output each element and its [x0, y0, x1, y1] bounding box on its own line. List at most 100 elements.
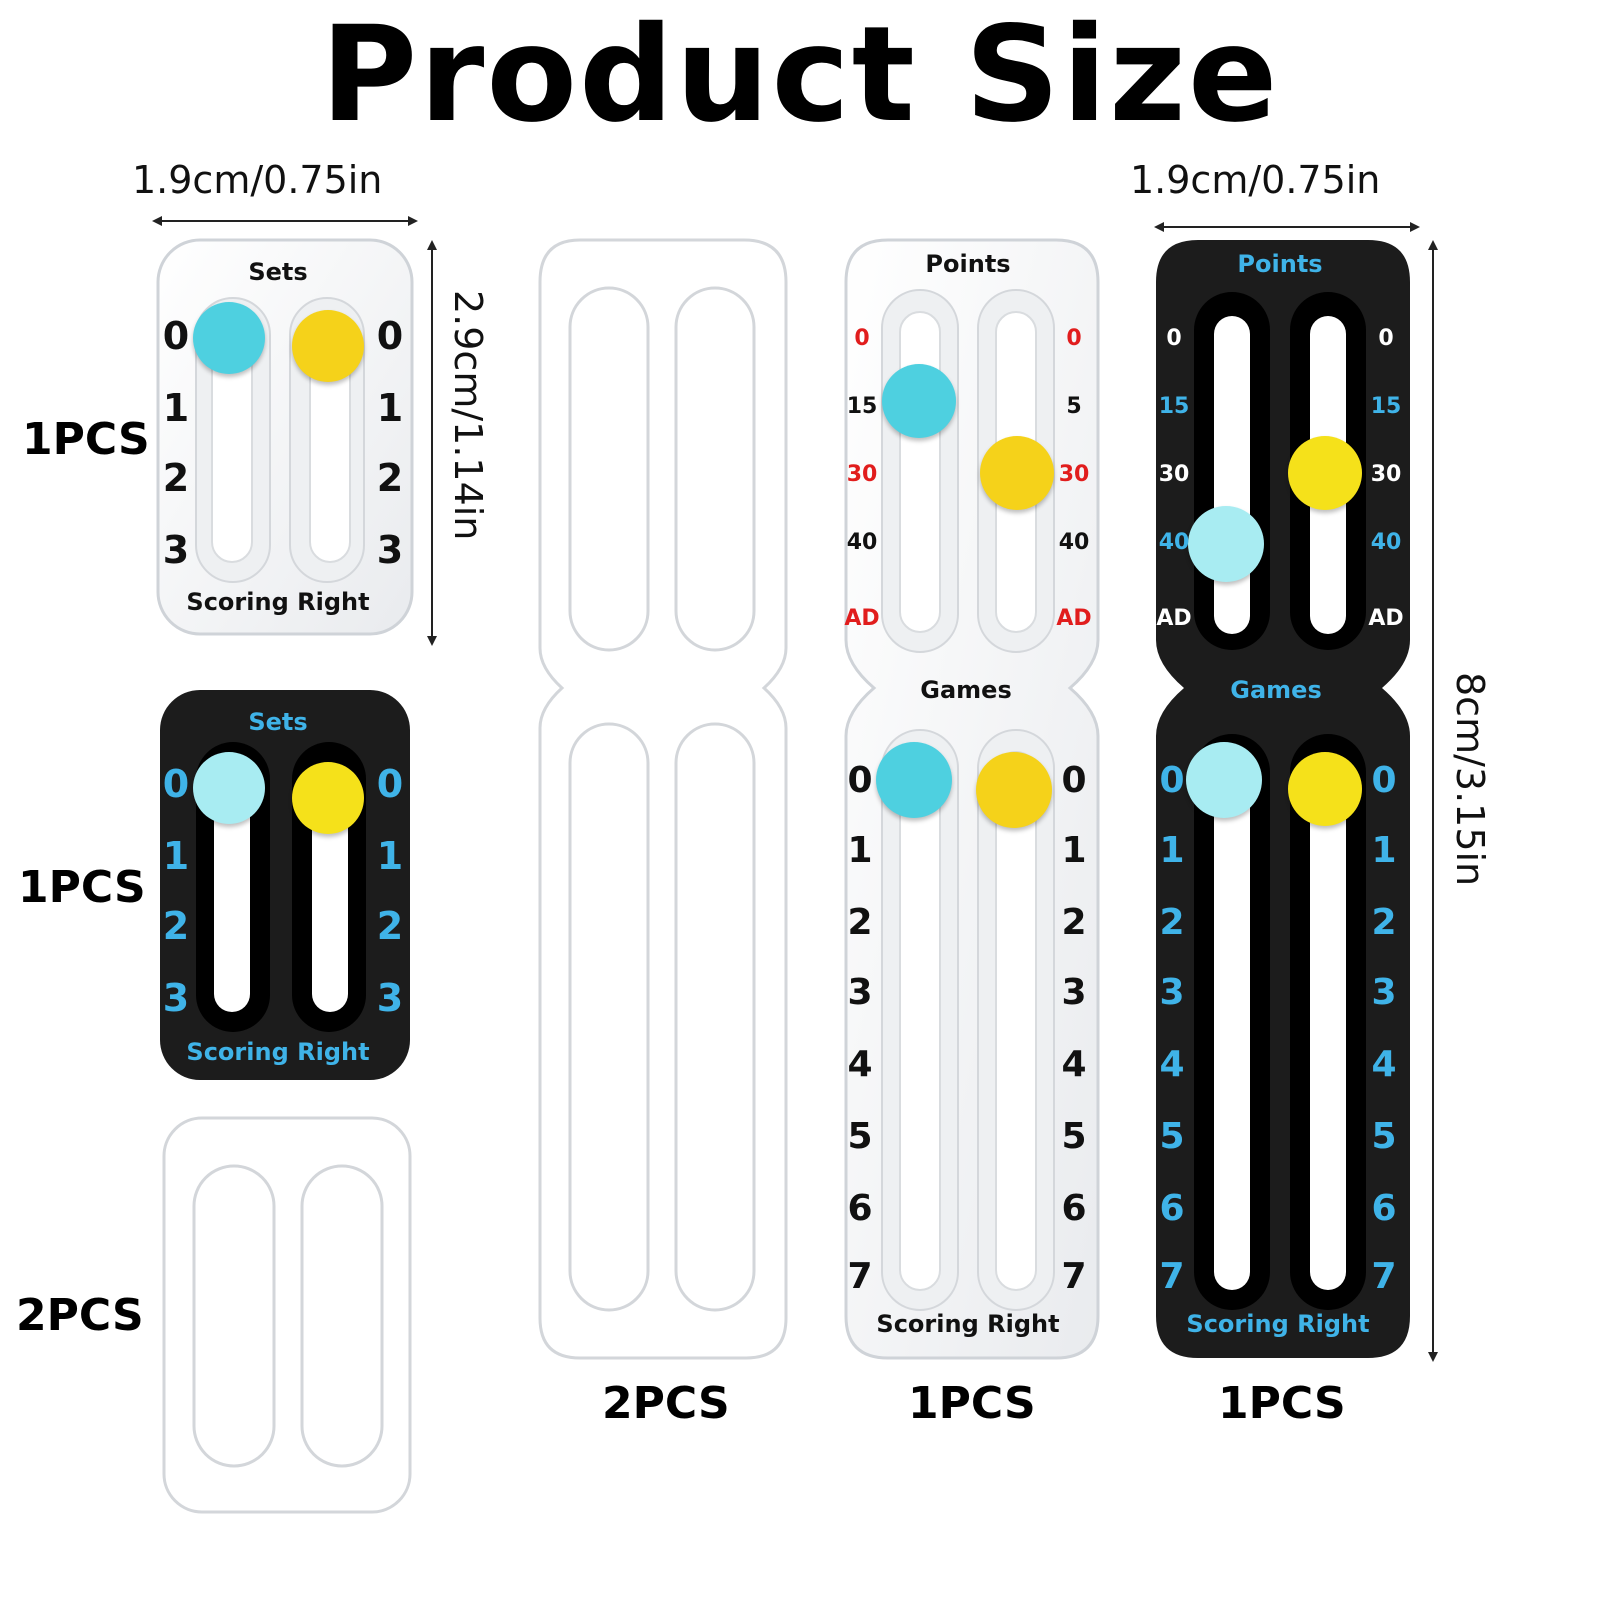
- small-clear-panel: [156, 238, 414, 636]
- points-value: 40: [1158, 530, 1190, 555]
- sets-number: 2: [162, 456, 190, 500]
- games-number: 1: [1159, 830, 1185, 871]
- slider-knob-yellow[interactable]: [976, 752, 1052, 828]
- scoring-right-footer: Scoring Right: [1186, 1310, 1370, 1338]
- games-number: 6: [847, 1188, 873, 1229]
- points-value: 40: [1370, 530, 1402, 555]
- qty-large-clear: 1PCS: [908, 1378, 1036, 1429]
- sets-number: 0: [376, 314, 404, 358]
- points-value: 0: [1066, 326, 1082, 351]
- sets-number: 2: [376, 904, 404, 948]
- points-value: AD: [1156, 606, 1192, 631]
- sets-number: 1: [162, 386, 190, 430]
- slider-knob-cyan[interactable]: [876, 742, 952, 818]
- games-number: 5: [847, 1116, 873, 1157]
- arrow-right-icon: [1410, 222, 1420, 232]
- width-dimension-left: 1.9cm/0.75in: [132, 158, 383, 202]
- games-number: 2: [1061, 902, 1087, 943]
- games-number: 1: [1371, 830, 1397, 871]
- games-header: Games: [920, 676, 1012, 704]
- sets-number: 1: [376, 386, 404, 430]
- games-number: 3: [1371, 972, 1397, 1013]
- games-number: 3: [847, 972, 873, 1013]
- games-number: 2: [1159, 902, 1185, 943]
- arrow-left-icon: [1154, 222, 1164, 232]
- points-value: 40: [846, 530, 878, 555]
- qty-small-frame: 2PCS: [16, 1290, 144, 1341]
- games-number: 7: [1061, 1256, 1087, 1297]
- points-value: 30: [1158, 462, 1190, 487]
- games-number: 2: [1371, 902, 1397, 943]
- points-value: 30: [846, 462, 878, 487]
- small-black-panel: [160, 690, 410, 1080]
- small-frame: [162, 1116, 412, 1514]
- slider-knob-yellow[interactable]: [1288, 752, 1362, 826]
- games-number: 0: [1159, 760, 1185, 801]
- points-header: Points: [1237, 250, 1323, 278]
- games-number: 6: [1371, 1188, 1397, 1229]
- points-value: 5: [1066, 394, 1082, 419]
- games-number: 0: [1371, 760, 1397, 801]
- points-value: 15: [1370, 394, 1402, 419]
- games-number: 3: [1061, 972, 1087, 1013]
- points-header: Points: [925, 250, 1011, 278]
- games-number: 2: [847, 902, 873, 943]
- games-header: Games: [1230, 676, 1322, 704]
- games-number: 3: [1159, 972, 1185, 1013]
- sets-number: 3: [376, 976, 404, 1020]
- sets-number: 3: [376, 528, 404, 572]
- slider-knob-cyan[interactable]: [193, 302, 265, 374]
- sets-header: Sets: [248, 258, 308, 286]
- sets-number: 0: [376, 762, 404, 806]
- qty-large-frame: 2PCS: [602, 1378, 730, 1429]
- games-number: 4: [1159, 1044, 1185, 1085]
- points-value: 15: [846, 394, 878, 419]
- sets-number: 0: [162, 314, 190, 358]
- games-number: 5: [1061, 1116, 1087, 1157]
- slider-knob-cyan[interactable]: [882, 364, 956, 438]
- arrow-up-icon: [427, 240, 437, 250]
- games-number: 4: [847, 1044, 873, 1085]
- slider-knob-cyan[interactable]: [1188, 506, 1264, 582]
- width-line-right: [1158, 226, 1416, 228]
- sets-number: 3: [162, 528, 190, 572]
- points-value: AD: [1368, 606, 1404, 631]
- points-value: 40: [1058, 530, 1090, 555]
- points-value: 30: [1058, 462, 1090, 487]
- games-number: 1: [847, 830, 873, 871]
- sets-number: 2: [376, 456, 404, 500]
- height-line-small: [431, 244, 433, 642]
- games-number: 6: [1061, 1188, 1087, 1229]
- sets-number: 2: [162, 904, 190, 948]
- sets-number: 1: [162, 834, 190, 878]
- points-value: 30: [1370, 462, 1402, 487]
- scoring-right-footer: Scoring Right: [186, 588, 370, 616]
- slider-knob-cyan[interactable]: [193, 752, 265, 824]
- games-number: 7: [1371, 1256, 1397, 1297]
- points-value: AD: [844, 606, 880, 631]
- points-value: 0: [1378, 326, 1394, 351]
- games-number: 4: [1061, 1044, 1087, 1085]
- games-number: 7: [847, 1256, 873, 1297]
- large-frame: [538, 238, 788, 1360]
- games-number: 7: [1159, 1256, 1185, 1297]
- points-value: 15: [1158, 394, 1190, 419]
- scoring-right-footer: Scoring Right: [186, 1038, 370, 1066]
- slider-knob-cyan[interactable]: [1186, 742, 1262, 818]
- slider-knob-yellow[interactable]: [1288, 436, 1362, 510]
- slider-knob-yellow[interactable]: [292, 310, 364, 382]
- arrow-right-icon: [408, 216, 418, 226]
- games-number: 4: [1371, 1044, 1397, 1085]
- points-value: 0: [1166, 326, 1182, 351]
- page-title: Product Size: [320, 0, 1280, 152]
- points-value: 0: [854, 326, 870, 351]
- qty-small-black: 1PCS: [18, 862, 146, 913]
- slider-knob-yellow[interactable]: [980, 436, 1054, 510]
- games-number: 6: [1159, 1188, 1185, 1229]
- arrow-down-icon: [1428, 1352, 1438, 1362]
- slider-knob-yellow[interactable]: [292, 762, 364, 834]
- width-dimension-right: 1.9cm/0.75in: [1130, 158, 1381, 202]
- qty-large-black: 1PCS: [1218, 1378, 1346, 1429]
- width-line-left: [156, 220, 414, 222]
- games-number: 0: [1061, 760, 1087, 801]
